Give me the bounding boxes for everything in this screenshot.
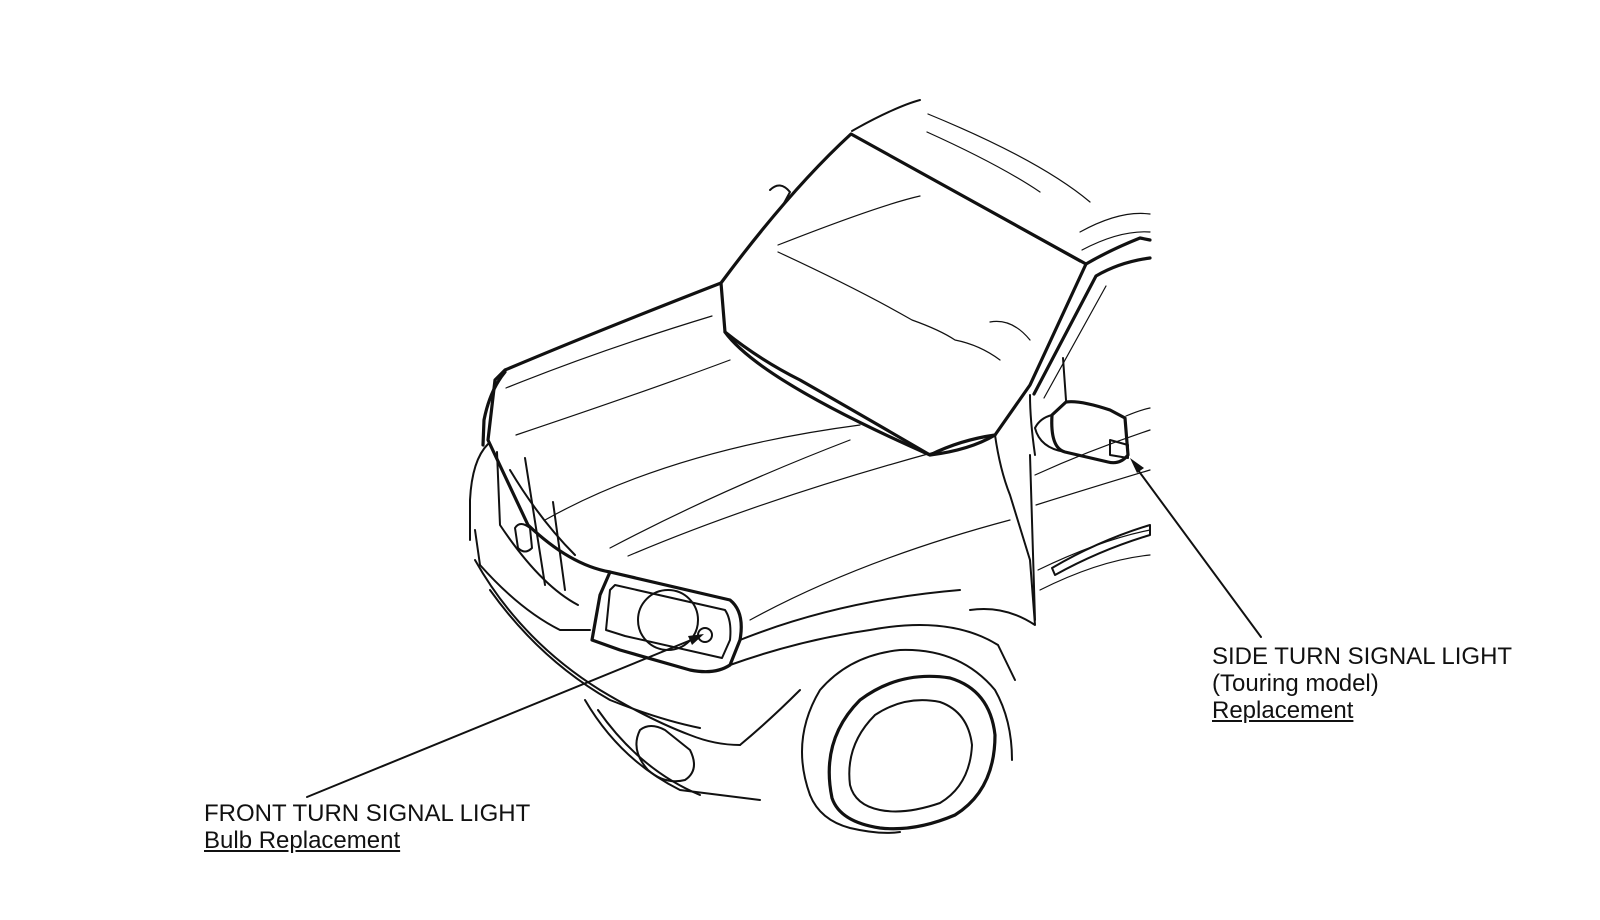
callout-title: FRONT TURN SIGNAL LIGHT	[204, 800, 531, 827]
windshield	[719, 132, 1088, 457]
callout-front-turn-signal: FRONT TURN SIGNAL LIGHT Bulb Replacement	[204, 800, 530, 854]
replacement-link[interactable]: Replacement	[1212, 697, 1354, 724]
bulb-replacement-link[interactable]: Bulb Replacement	[204, 827, 401, 854]
grille	[469, 370, 591, 631]
roof-outline	[851, 99, 1151, 251]
side-mirror	[1034, 400, 1151, 465]
side-window-pillar	[1029, 236, 1152, 456]
callout-side-turn-signal: SIDE TURN SIGNAL LIGHT (Touring model) R…	[1212, 643, 1512, 724]
hood	[486, 281, 997, 574]
front-wheel	[801, 648, 1013, 834]
leader-front	[306, 634, 704, 798]
callout-title: SIDE TURN SIGNAL LIGHT	[1212, 643, 1513, 670]
callout-model-note: (Touring model)	[1212, 670, 1379, 697]
front-fender	[474, 434, 1036, 801]
leader-side	[1130, 458, 1262, 638]
headlight	[590, 570, 743, 674]
